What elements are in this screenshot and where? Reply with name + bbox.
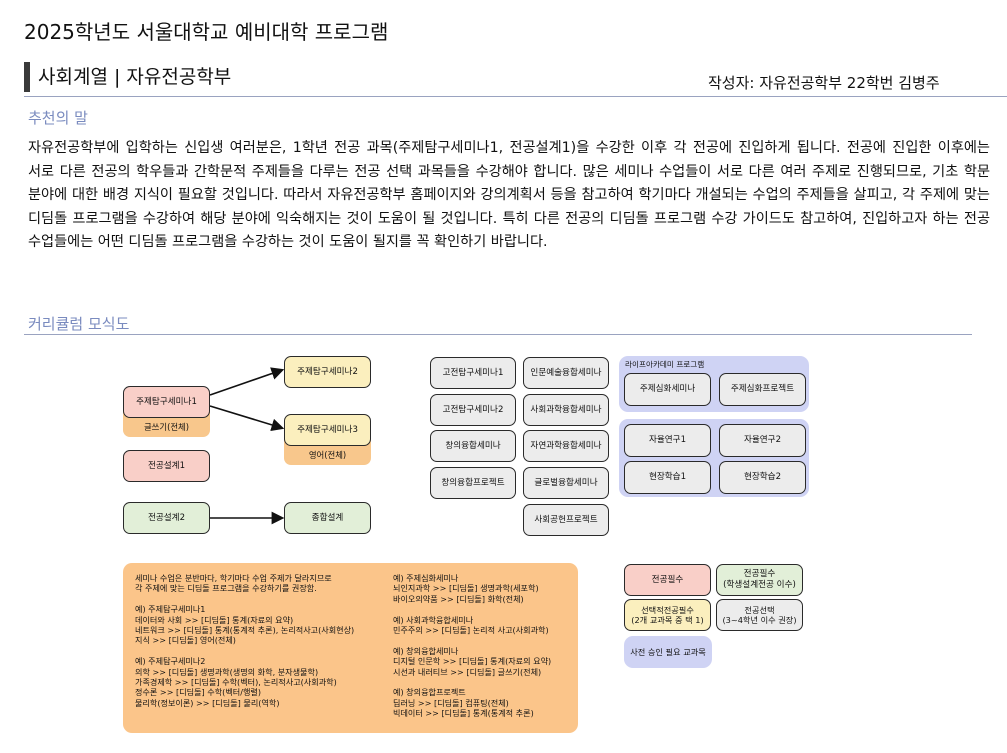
life-academy-item: 주제심화세미나 [624,373,711,406]
elective-left-item: 창의융합세미나 [430,430,516,462]
section-title: 사회계열 | 자유전공학부 [38,66,232,88]
course-seminar2: 주제탐구세미나2 [284,356,371,388]
legend-approval: 사전 승인 필요 교과목 [624,636,712,668]
elective-right-item: 사회공헌프로젝트 [523,504,609,536]
notes-left: 세미나 수업은 분반마다, 학기마다 수업 주제가 달라지므로 각 주제에 맞는… [135,573,355,708]
elective-right-item: 인문예술융합세미나 [523,357,609,389]
document-title: 2025학년도 서울대학교 예비대학 프로그램 [24,20,389,44]
notes-panel [123,563,578,733]
elective-left-item: 창의융합프로젝트 [430,467,516,499]
recommend-heading: 추천의 말 [28,109,88,127]
course-design2: 전공설계2 [123,502,210,534]
arrow-seminar1-to-seminar3 [209,405,285,432]
self-study-item: 자율연구1 [624,424,711,457]
legend-required: 전공필수 [624,564,711,596]
notes-right: 예) 주제심화세미나 뇌인지과학 >> [디딤돌] 생명과학(세포학) 바이오의… [393,573,552,719]
legend-required-design: 전공필수 (학생설계전공 이수) [716,564,803,596]
recommend-body: 자유전공학부에 입학하는 신입생 여러분은, 1학년 전공 과목(주제탐구세미나… [28,140,990,251]
life-academy-label: 라이프아카데미 프로그램 [625,360,705,369]
elective-right-item: 자연과학융합세미나 [523,430,609,462]
legend-elective: 전공선택 (3~4학년 이수 권장) [716,599,803,631]
course-seminar1: 주제탐구세미나1 [123,386,210,418]
section-marker-bar [24,62,30,92]
elective-left-item: 고전탐구세미나2 [430,394,516,426]
curriculum-heading: 커리큘럼 모식도 [28,315,130,333]
elective-right-item: 사회과학융합세미나 [523,394,609,426]
course-design1: 전공설계1 [123,450,210,482]
header-divider [24,96,1007,97]
elective-left-item: 고전탐구세미나1 [430,357,516,389]
self-study-item: 자율연구2 [719,424,806,457]
curriculum-divider [24,334,972,335]
legend-selective-required: 선택적전공필수 (2개 교과목 중 택 1) [624,599,711,631]
elective-right-item: 글로벌융합세미나 [523,467,609,499]
course-seminar3: 주제탐구세미나3 [284,414,371,446]
arrow-seminar1-to-seminar2 [209,367,285,396]
self-study-item: 현장학습2 [719,461,806,494]
author-label: 작성자: 자유전공학부 22학번 김병주 [708,74,940,92]
course-integrated-design: 종합설계 [284,502,371,534]
self-study-item: 현장학습1 [624,461,711,494]
life-academy-item: 주제심화프로젝트 [719,373,806,406]
